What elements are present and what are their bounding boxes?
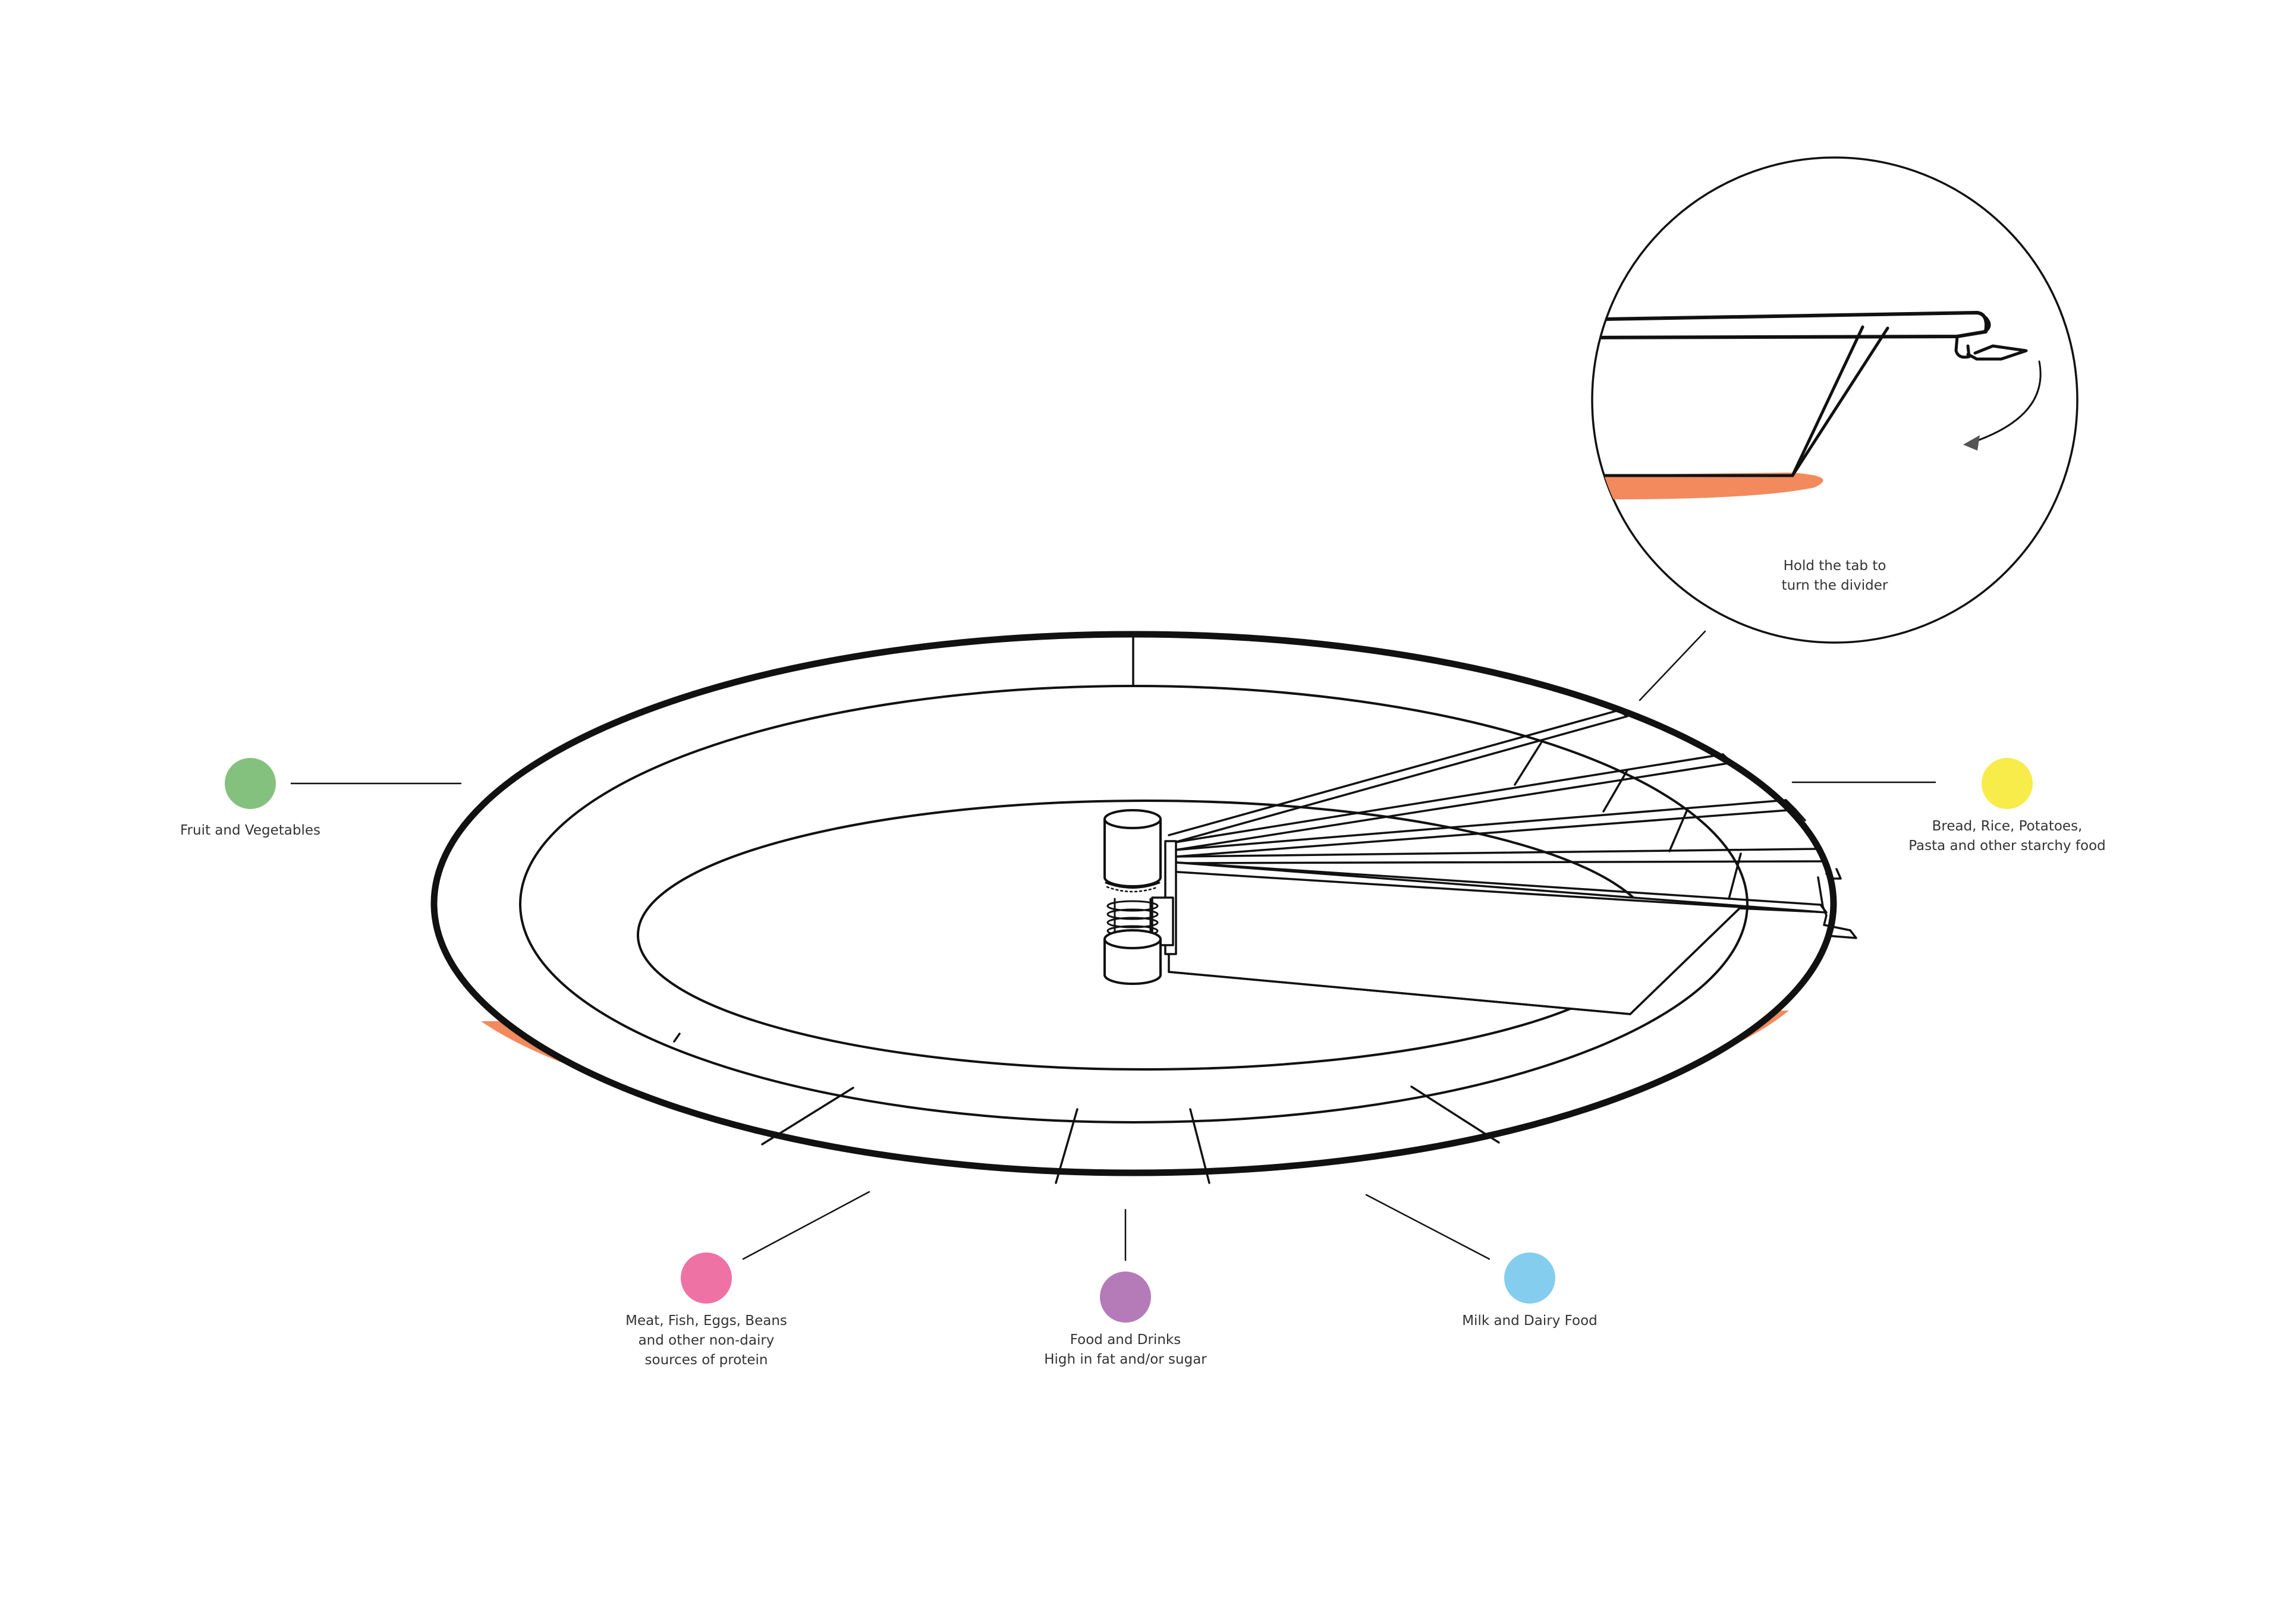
plate-outer-rim — [430, 631, 1837, 1176]
plate — [430, 631, 1857, 1184]
dot-fruit-veg — [225, 758, 276, 809]
plate-inner-rim — [519, 685, 1749, 1123]
label-fat-sugar: Food and Drinks High in fat and/or sugar — [1044, 1332, 1207, 1367]
rotate-arrow-head — [1963, 435, 1980, 451]
label-starchy: Bread, Rice, Potatoes, Pasta and other s… — [1908, 819, 2106, 854]
rotate-arrow — [1970, 360, 2042, 444]
detail-plate-base — [1592, 473, 1823, 500]
dot-fat-sugar — [1100, 1271, 1151, 1323]
detail-callout — [1591, 156, 2078, 701]
dot-dairy — [1504, 1252, 1555, 1304]
detail-circle — [1591, 156, 2078, 644]
legend-leaders — [290, 781, 1936, 1261]
label-protein: Meat, Fish, Eggs, Beans and other non-da… — [625, 1313, 787, 1368]
dividers — [1168, 709, 1857, 1015]
label-fruit-veg: Fruit and Vegetables — [180, 823, 320, 838]
label-dairy: Milk and Dairy Food — [1462, 1313, 1598, 1329]
dot-protein — [681, 1252, 732, 1304]
dot-starchy — [1982, 758, 2033, 809]
label-detail: Hold the tab to turn the divider — [1781, 558, 1888, 593]
legend-dots — [225, 758, 2033, 1323]
detail-leader-line — [1639, 630, 1706, 701]
rim-segment-marks — [673, 635, 1500, 1184]
hub — [1103, 809, 1177, 985]
